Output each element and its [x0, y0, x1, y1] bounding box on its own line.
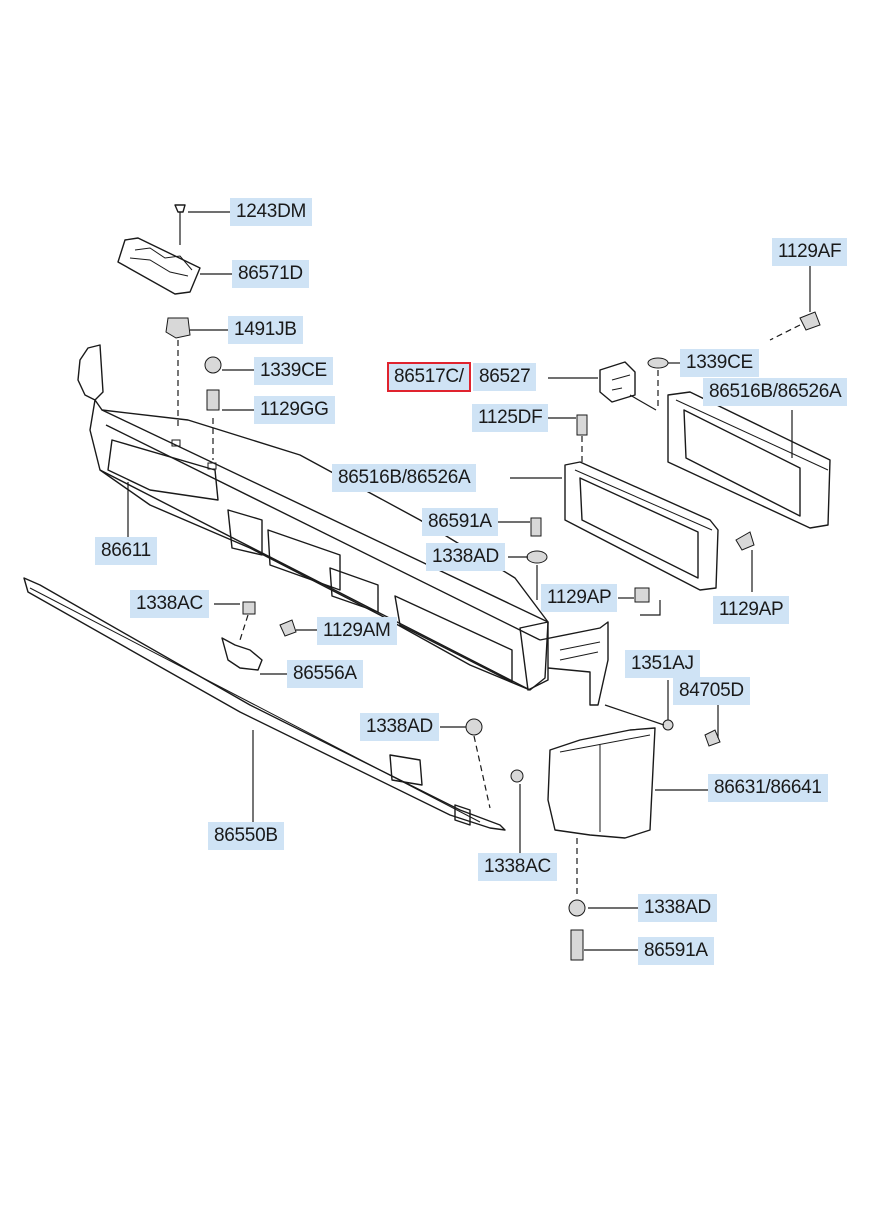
label-86631[interactable]: 86631/86641 — [708, 774, 828, 802]
label-1351aj[interactable]: 1351AJ — [625, 650, 700, 678]
label-1129af[interactable]: 1129AF — [772, 238, 848, 266]
label-86516b-b[interactable]: 86516B/86526A — [703, 378, 848, 406]
label-1243dm[interactable]: 1243DM — [230, 198, 313, 226]
label-84705d[interactable]: 84705D — [673, 677, 750, 705]
label-1338ac-b[interactable]: 1338AC — [478, 853, 557, 881]
label-86550b[interactable]: 86550B — [208, 822, 284, 850]
bumper-beam-86611 — [77, 344, 609, 706]
label-1129am[interactable]: 1129AM — [317, 617, 397, 645]
absorber-left — [564, 461, 719, 591]
bracket-86517c — [599, 361, 636, 403]
label-1339ce-a[interactable]: 1339CE — [254, 357, 333, 385]
label-86591a-a[interactable]: 86591A — [422, 508, 498, 536]
label-1125df[interactable]: 1125DF — [472, 404, 549, 432]
label-86571d[interactable]: 86571D — [232, 260, 309, 288]
absorber-right — [667, 391, 831, 529]
label-1338ad-c[interactable]: 1338AD — [638, 894, 717, 922]
lower-strip-86550b — [23, 577, 506, 831]
label-86611[interactable]: 86611 — [95, 537, 157, 565]
label-1338ad-a[interactable]: 1338AD — [360, 713, 439, 741]
leader-lines — [127, 211, 811, 951]
fasteners — [165, 311, 821, 961]
label-86516b-a[interactable]: 86516B/86526A — [332, 464, 477, 492]
label-86591a-b[interactable]: 86591A — [638, 937, 714, 965]
label-1129gg[interactable]: 1129GG — [254, 396, 335, 424]
label-1338ac-a[interactable]: 1338AC — [130, 590, 209, 618]
label-86556a[interactable]: 86556A — [287, 660, 363, 688]
label-86527[interactable]: 86527 — [473, 363, 537, 391]
corner-cap-86631 — [547, 727, 656, 839]
label-1339ce-b[interactable]: 1339CE — [680, 349, 759, 377]
label-1129ap-a[interactable]: 1129AP — [541, 584, 618, 612]
label-1129ap-b[interactable]: 1129AP — [713, 596, 790, 624]
label-1338ad-b[interactable]: 1338AD — [426, 543, 505, 571]
label-86517c[interactable]: 86517C/ — [387, 362, 471, 392]
label-1491jb[interactable]: 1491JB — [228, 316, 303, 344]
plate-86571d — [117, 204, 201, 295]
